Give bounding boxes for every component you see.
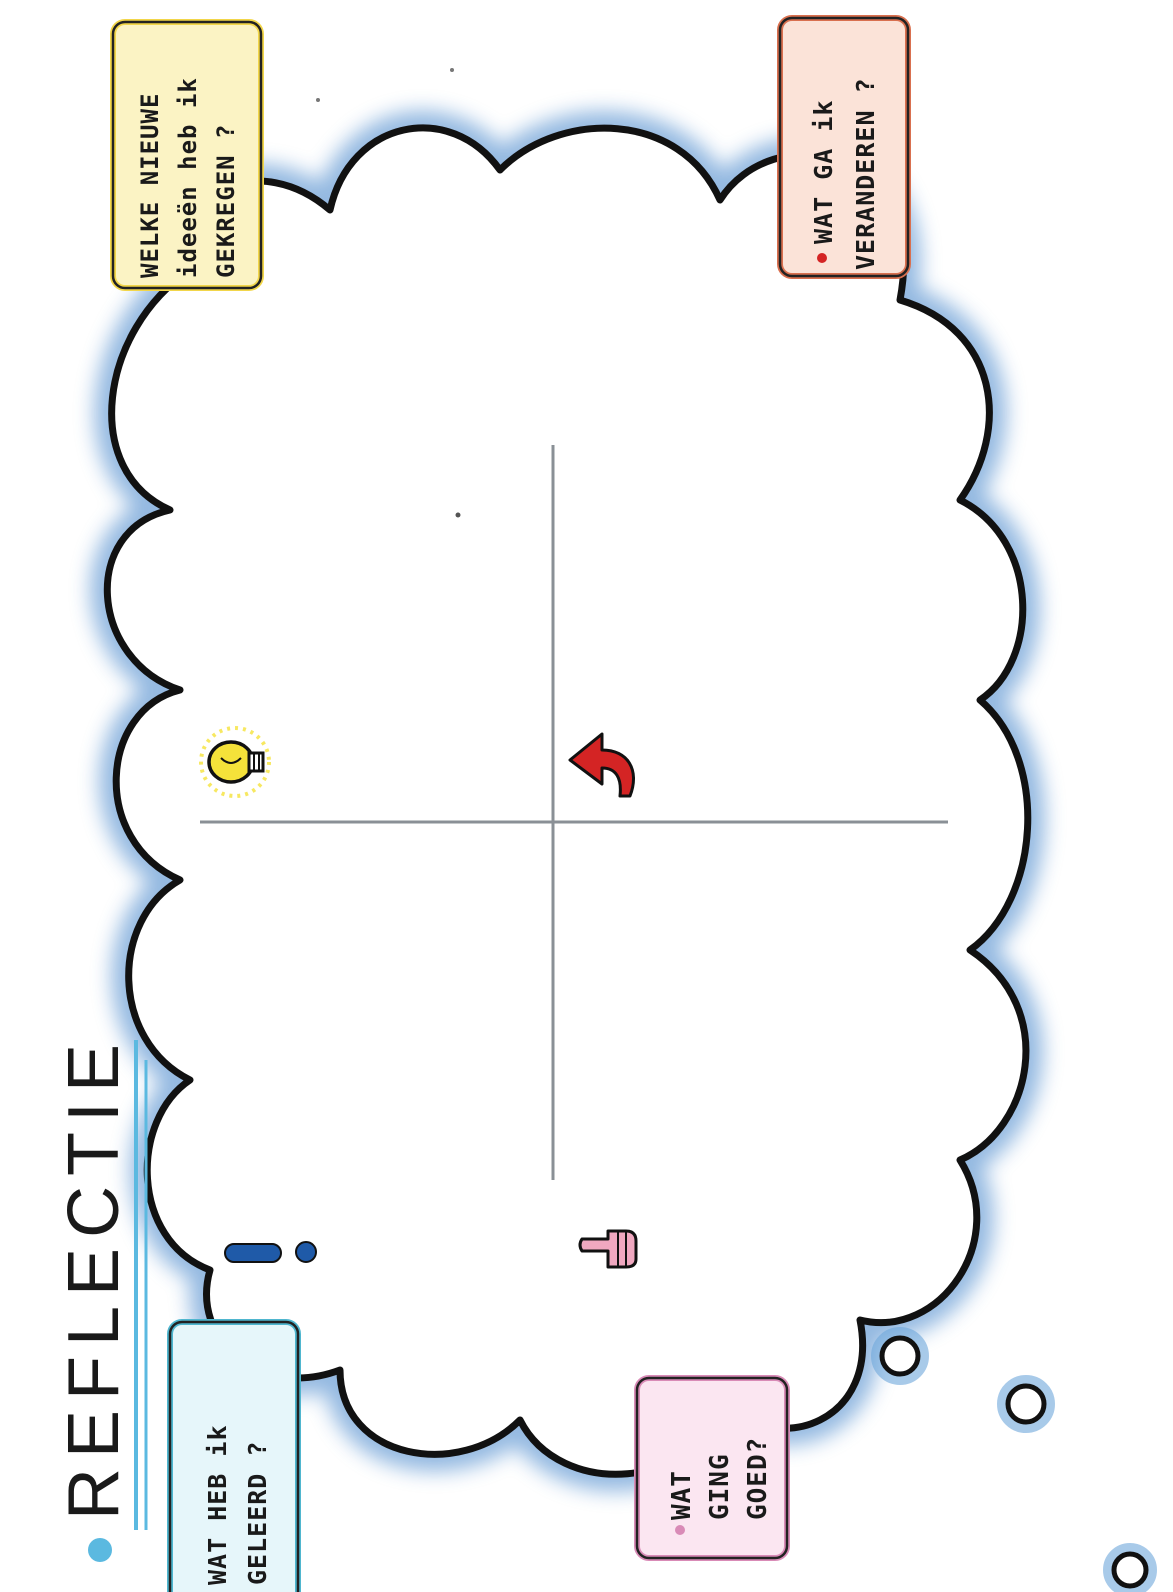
stray-dot — [316, 98, 320, 102]
prompt-good-line1: WAT — [667, 1470, 697, 1520]
prompt-good-line3: GOED? — [743, 1437, 773, 1520]
prompt-learned-line1: WAT HEB ik — [203, 1424, 232, 1585]
prompt-change-line1: WAT GA ik — [809, 100, 838, 244]
prompt-ideas-line2: ideeën heb ik — [174, 77, 202, 278]
title-group: REFLECTIE — [54, 1034, 146, 1562]
page-title: REFLECTIE — [54, 1034, 134, 1520]
prompt-change-line2: VERANDEREN ? — [851, 77, 880, 270]
thought-bubbles — [878, 1334, 1150, 1590]
stray-dot — [456, 513, 461, 518]
stray-dot — [450, 68, 454, 72]
prompt-good-bullet — [675, 1525, 685, 1535]
prompt-good-line2: GING — [705, 1453, 735, 1520]
prompt-good: WAT GING GOED? — [637, 1378, 787, 1558]
exclamation-icon — [225, 1242, 316, 1262]
prompt-ideas: WELKE NIEUWE ideeën heb ik GEKREGEN ? — [113, 22, 261, 288]
prompt-learned-line2: GELEERD ? — [243, 1441, 272, 1585]
prompt-ideas-line3: GEKREGEN ? — [212, 124, 240, 279]
prompt-ideas-line1: WELKE NIEUWE — [136, 93, 164, 278]
cloud-outline — [107, 128, 1027, 1474]
prompt-change: WAT GA ik VERANDEREN ? — [780, 18, 908, 276]
prompt-change-bullet — [817, 253, 827, 263]
title-bullet — [88, 1538, 112, 1562]
prompt-learned: WAT HEB ik GELEERD ? — [170, 1322, 298, 1592]
